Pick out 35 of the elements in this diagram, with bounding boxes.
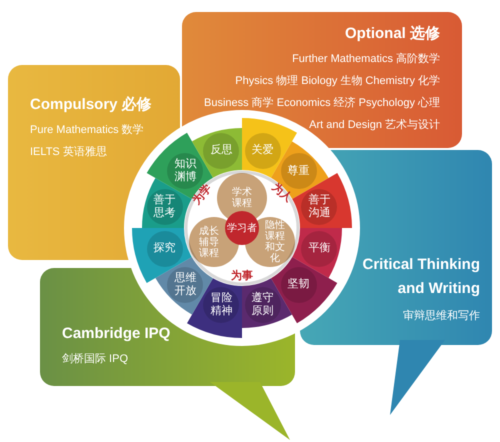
bubble-heading: Optional 选修: [345, 24, 440, 44]
course-text: Art and Design 艺术与设计: [309, 118, 440, 133]
course-text: 审辩思维和写作: [403, 308, 480, 324]
value-text: 思维开放: [173, 272, 198, 298]
course-text: IELTS 英语雅思: [30, 145, 107, 160]
segment-disc: [280, 266, 317, 303]
value-text: 尊重: [286, 164, 311, 178]
arc-label: 为学: [190, 182, 215, 208]
value-text: 隐性课程和文化: [264, 220, 286, 264]
value-text: 成长辅导课程: [198, 226, 220, 258]
value-text: 善于思考: [152, 194, 177, 220]
arc-label: 为事: [231, 268, 253, 283]
value-text: 学术课程: [231, 187, 253, 209]
value-text: 学习者: [227, 222, 257, 234]
segment-disc: [203, 132, 240, 169]
value-text: 反思: [209, 144, 234, 158]
course-text: Further Mathematics 高阶数学: [292, 52, 440, 67]
segment-disc: [244, 132, 281, 169]
course-text: 剑桥国际 IPQ: [62, 352, 128, 367]
segment-disc: [146, 230, 183, 267]
value-text: 关爱: [250, 144, 275, 158]
value-text: 冒险精神: [209, 292, 234, 318]
bubble-heading: Compulsory 必修: [30, 95, 152, 115]
value-text: 探究: [152, 242, 177, 256]
value-text: 知识渊博: [173, 158, 198, 184]
course-text: Pure Mathematics 数学: [30, 123, 144, 138]
bubble-heading: Critical Thinking and Writing: [361, 255, 480, 299]
bubble-heading: Cambridge IPQ: [62, 324, 170, 344]
value-text: 善于沟通: [307, 194, 332, 220]
course-text: Business 商学 Economics 经济 Psychology 心理: [204, 96, 440, 111]
course-text: Physics 物理 Biology 生物 Chemistry 化学: [235, 74, 440, 89]
value-text: 坚韧: [286, 278, 311, 292]
value-text: 平衡: [307, 242, 332, 256]
arc-label: 为人: [268, 180, 295, 206]
value-text: 遵守原则: [250, 292, 275, 318]
